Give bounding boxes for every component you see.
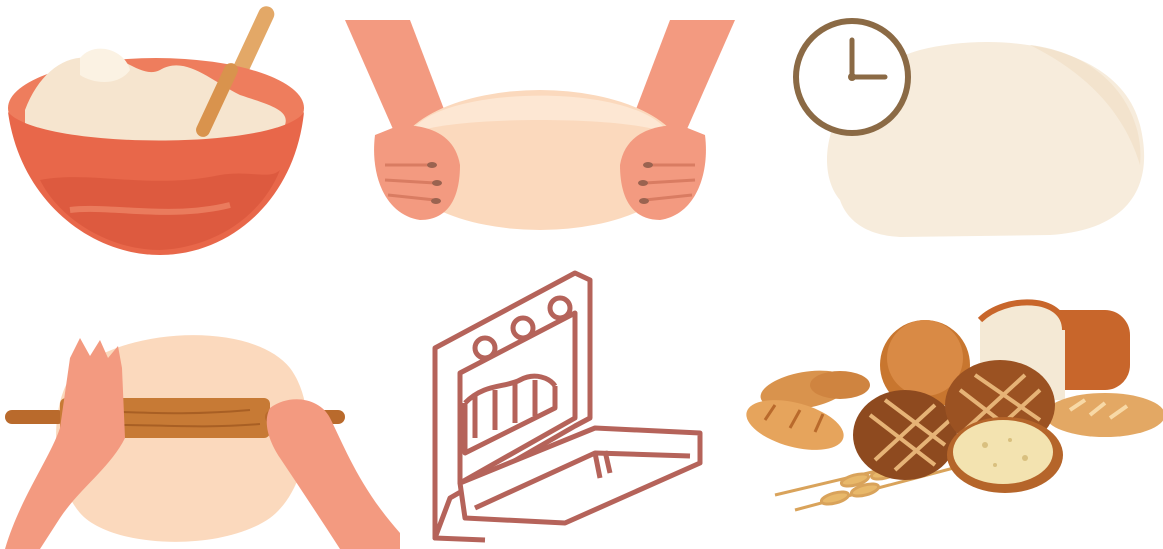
rolling-dough-illustration (0, 318, 400, 549)
kneading-dough-illustration (340, 15, 740, 245)
proofing-dough-illustration (790, 15, 1160, 245)
hands-kneading-icon (340, 15, 740, 245)
bread-assortment-icon (735, 290, 1163, 520)
mixing-bowl-illustration (0, 0, 320, 270)
baking-oven-illustration (425, 268, 715, 546)
mixing-bowl-icon (0, 0, 320, 270)
oven-icon (425, 268, 715, 546)
baked-breads-illustration (735, 290, 1163, 520)
clock-icon (796, 21, 908, 133)
